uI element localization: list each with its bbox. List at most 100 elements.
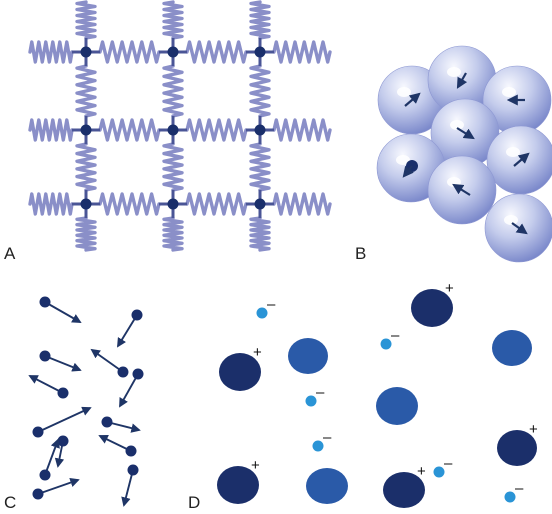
- charge-minus-3: –: [323, 429, 332, 446]
- charge-minus-2: –: [316, 384, 325, 401]
- charge-plus-1: +: [445, 280, 454, 297]
- molecule-11: [39, 469, 51, 481]
- molecule-arrow-6: [37, 406, 92, 433]
- spring-v-1-0: [162, 0, 184, 40]
- charge-plus-2: +: [529, 421, 538, 438]
- sphere-highlight-4: [506, 147, 520, 157]
- molecule-6: [32, 426, 44, 438]
- ion-small-5: [504, 491, 516, 503]
- panel-d-plasma-ions: +++++––––––: [217, 280, 538, 508]
- spring-h-0-0: [28, 40, 74, 64]
- charge-minus-4: –: [444, 455, 453, 472]
- spring-v-0-2: [75, 142, 97, 192]
- molecule-arrow-1: [117, 314, 138, 348]
- lattice-node-2-1: [167, 198, 179, 210]
- molecule-0: [39, 296, 51, 308]
- molecule-8: [57, 435, 69, 447]
- ion-small-4: [433, 466, 445, 478]
- panel-a-spring-lattice: [28, 0, 332, 252]
- molecule-arrow-11: [44, 438, 60, 476]
- panel-label-d: D: [188, 493, 200, 512]
- sphere-arrow-7: [511, 222, 528, 235]
- sphere-highlight-2: [502, 87, 516, 97]
- sphere-highlight-5: [396, 155, 410, 165]
- spring-v-1-2: [162, 142, 184, 192]
- spring-h-2-2: [185, 192, 248, 216]
- ion-small-2: [305, 395, 317, 407]
- panel-c-gas-molecules: [28, 296, 144, 507]
- sphere-arrow-6: [452, 183, 471, 196]
- spring-h-2-1: [98, 192, 161, 216]
- spring-h-1-1: [98, 118, 161, 142]
- charge-plus-3: +: [251, 457, 260, 474]
- molecule-arrow-2: [44, 355, 82, 372]
- molecule-9: [125, 445, 137, 457]
- panel-label-c: C: [4, 493, 16, 512]
- ion-large-0: [219, 353, 261, 391]
- molecule-4: [132, 368, 144, 380]
- ion-small-1: [380, 338, 392, 350]
- ion-large-8: [306, 468, 348, 504]
- sphere-highlight-1: [447, 67, 461, 77]
- molecule-1: [131, 309, 143, 321]
- sphere-arrow-3: [456, 127, 475, 140]
- lattice-node-2-2: [254, 198, 266, 210]
- charge-minus-0: –: [267, 296, 276, 313]
- molecule-3: [117, 366, 129, 378]
- spring-v-0-3: [75, 216, 97, 252]
- spring-h-0-2: [185, 40, 248, 64]
- spring-v-2-0: [249, 0, 271, 40]
- spring-h-2-3: [272, 192, 332, 216]
- lattice-node-2-0: [80, 198, 92, 210]
- sphere-highlight-7: [504, 215, 518, 225]
- ion-large-2: [497, 430, 537, 466]
- sphere-arrow-0: [404, 92, 421, 107]
- ion-large-5: [288, 338, 328, 374]
- spring-v-0-0: [75, 0, 97, 40]
- spring-v-2-3: [249, 216, 271, 252]
- charge-plus-4: +: [417, 463, 426, 480]
- lattice-node-1-2: [254, 124, 266, 136]
- molecule-arrow-10: [121, 469, 134, 507]
- panel-label-a: A: [4, 244, 16, 263]
- spring-h-1-2: [185, 118, 248, 142]
- ion-large-1: [411, 289, 453, 327]
- sphere-arrow-5: [402, 165, 414, 178]
- molecule-arrow-9: [98, 435, 132, 452]
- molecule-2: [39, 350, 51, 362]
- spring-h-0-1: [98, 40, 161, 64]
- ion-small-0: [256, 307, 268, 319]
- sphere-highlight-0: [397, 87, 411, 97]
- lattice-node-0-0: [80, 46, 92, 58]
- panel-label-b: B: [355, 244, 366, 263]
- charge-plus-0: +: [253, 344, 262, 361]
- molecule-arrow-0: [44, 301, 82, 323]
- lattice-node-0-2: [254, 46, 266, 58]
- spring-v-2-2: [249, 142, 271, 192]
- molecule-arrow-4: [119, 373, 139, 408]
- molecule-arrow-12: [37, 478, 80, 495]
- ion-large-4: [383, 472, 425, 508]
- molecule-10: [127, 464, 139, 476]
- lattice-node-1-0: [80, 124, 92, 136]
- ion-small-3: [312, 440, 324, 452]
- sphere-arrow-4: [513, 152, 530, 167]
- spring-v-0-1: [75, 64, 97, 118]
- molecule-5: [57, 387, 69, 399]
- ion-large-7: [376, 387, 418, 425]
- ion-large-6: [492, 330, 532, 366]
- molecule-arrow-5: [28, 375, 64, 394]
- charge-minus-1: –: [391, 327, 400, 344]
- ion-large-3: [217, 466, 259, 504]
- lattice-node-1-1: [167, 124, 179, 136]
- spring-v-1-1: [162, 64, 184, 118]
- spring-v-2-1: [249, 64, 271, 118]
- spring-h-0-3: [272, 40, 332, 64]
- spring-v-1-3: [162, 216, 184, 252]
- panel-b-sphere-cluster: [376, 45, 552, 263]
- molecule-7: [101, 416, 113, 428]
- spring-h-1-3: [272, 118, 332, 142]
- spring-h-1-0: [28, 118, 74, 142]
